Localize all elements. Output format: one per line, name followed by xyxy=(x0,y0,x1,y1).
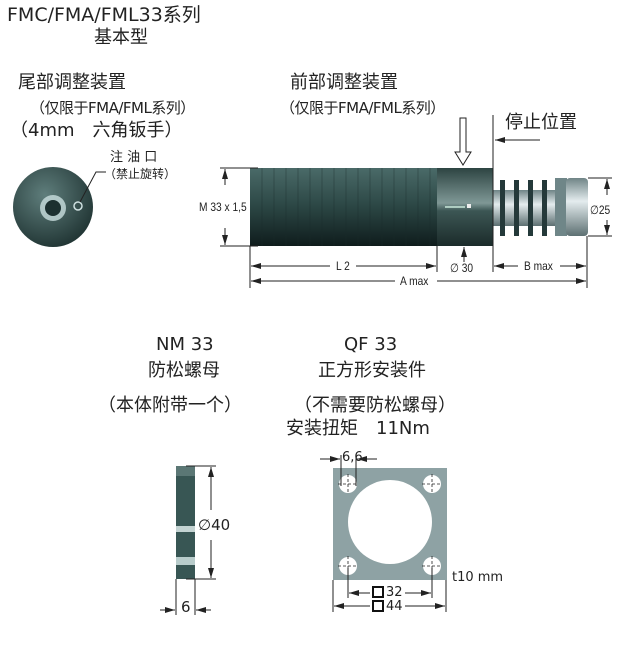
thread-dim: M 33 x 1,5 xyxy=(199,200,247,214)
nut-note: （本体附带一个） xyxy=(98,395,242,416)
adjust-arrow-icon xyxy=(454,117,472,166)
l2-dim: L 2 xyxy=(336,259,350,273)
oil-port-note: （禁止旋转） xyxy=(104,167,177,181)
nut-dia-dim: ∅40 xyxy=(198,516,231,534)
flange-hole-pitch: 32 xyxy=(386,585,403,600)
lock-nut-drawing xyxy=(160,465,216,615)
flange-torque: 安装扭矩 11Nm xyxy=(286,418,430,439)
flange-thickness: t10 mm xyxy=(452,570,504,585)
dimension-lines xyxy=(220,115,612,288)
page-title: FMC/FMA/FML33系列 xyxy=(7,4,201,26)
oil-port-label: 注 油 口 xyxy=(110,150,158,165)
shock-absorber-side-view xyxy=(250,168,588,246)
rear-adjust-title: 尾部调整装置 xyxy=(18,72,126,93)
nut-thickness-dim: 6 xyxy=(181,598,191,616)
square-flange-drawing xyxy=(320,455,447,612)
flange-note: （不需要防松螺母） xyxy=(294,395,456,416)
b-max-dim: B max xyxy=(524,259,553,273)
nut-name: 防松螺母 xyxy=(148,360,220,381)
flange-size: 44 xyxy=(386,599,403,614)
front-adjust-note: （仅限于FMA/FML系列） xyxy=(280,99,445,117)
rod-dia-dim: ∅25 xyxy=(590,203,611,217)
rear-end-view xyxy=(13,167,106,247)
a-max-dim: A max xyxy=(400,274,429,288)
nut-model: NM 33 xyxy=(156,334,214,355)
body-dia-dim: ∅ 30 xyxy=(450,261,474,275)
stop-position-label: 停止位置 xyxy=(505,112,577,133)
flange-model: QF 33 xyxy=(344,334,398,355)
square-symbol-icon xyxy=(372,586,384,612)
rear-adjust-tool: （4mm 六角钣手） xyxy=(10,120,183,141)
rear-adjust-note: （仅限于FMA/FML系列） xyxy=(30,99,195,117)
page-subtitle: 基本型 xyxy=(94,27,148,48)
front-adjust-title: 前部调整装置 xyxy=(290,72,398,93)
flange-hole-dim: 6,6 xyxy=(342,450,363,465)
flange-name: 正方形安装件 xyxy=(318,360,426,381)
